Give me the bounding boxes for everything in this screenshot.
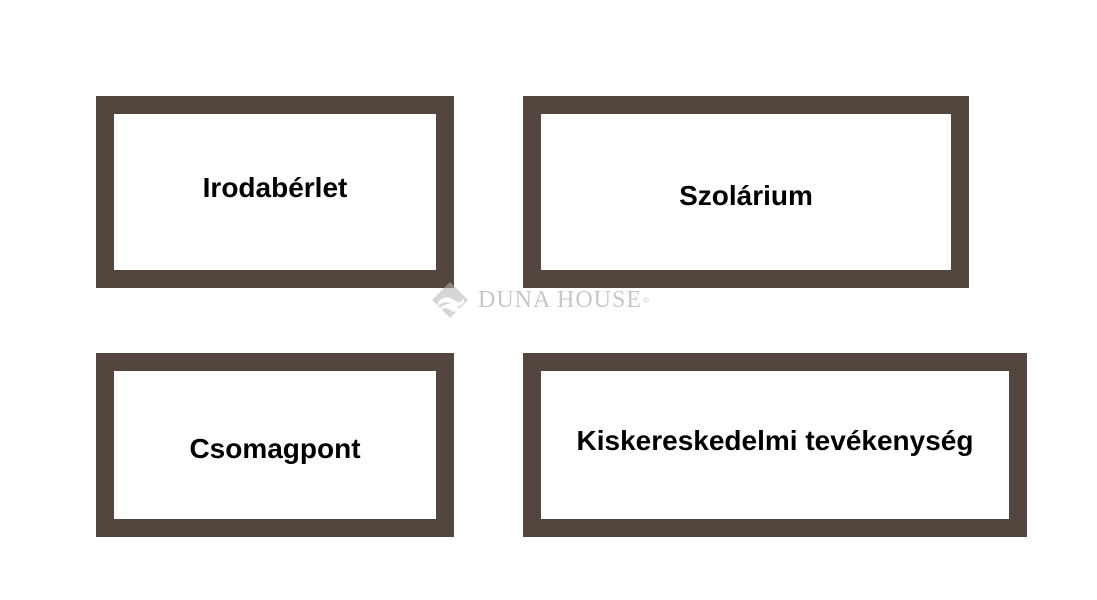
- duna-house-logo-icon: [432, 282, 468, 318]
- activity-box-szolarium: Szolárium: [523, 96, 969, 288]
- activity-box-kiskereskedelmi: Kiskereskedelmi tevékenység: [523, 353, 1027, 537]
- activity-label: Kiskereskedelmi tevékenység: [576, 425, 974, 456]
- activity-box-csomagpont: Csomagpont: [96, 353, 454, 537]
- activity-label: Irodabérlet: [202, 172, 348, 203]
- duna-house-watermark: DUNA HOUSE®: [430, 278, 649, 322]
- activity-label: Szolárium: [679, 180, 813, 211]
- watermark-text: DUNA HOUSE: [478, 286, 643, 313]
- activity-label: Csomagpont: [189, 433, 361, 464]
- activity-box-irodaberlet: Irodabérlet: [96, 96, 454, 288]
- registered-mark: ®: [643, 295, 649, 305]
